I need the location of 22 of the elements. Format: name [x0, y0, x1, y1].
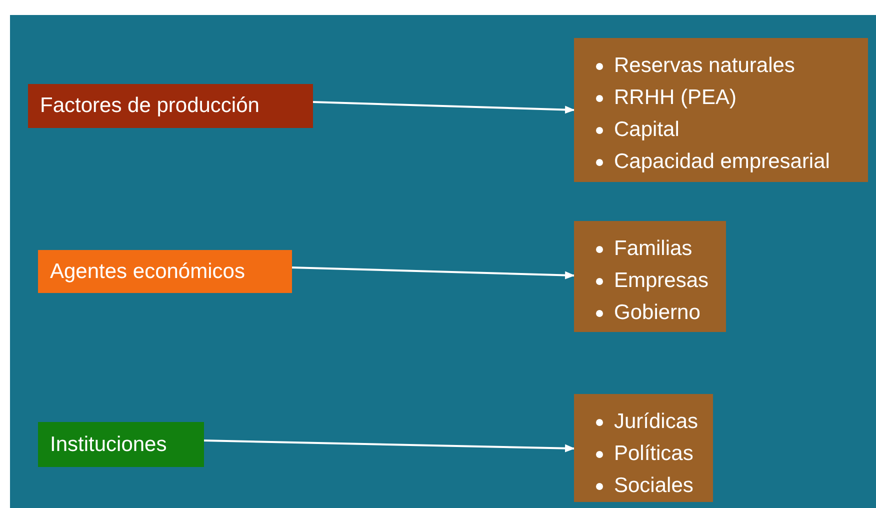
arrow	[312, 101, 575, 114]
list-item: Familias	[614, 236, 692, 262]
bullet-list-box	[574, 394, 713, 502]
list-item: Gobierno	[614, 300, 700, 326]
list-item: Capital	[614, 117, 680, 143]
list-item: Reservas naturales	[614, 53, 795, 79]
list-item: RRHH (PEA)	[614, 85, 737, 111]
category-box	[38, 422, 204, 467]
list-item: Sociales	[614, 473, 694, 499]
category-label: Instituciones	[50, 432, 167, 456]
list-item: Empresas	[614, 268, 709, 294]
list-item: Políticas	[614, 441, 694, 467]
list-item: Jurídicas	[614, 409, 698, 435]
list-item: Capacidad empresarial	[614, 149, 830, 175]
arrow	[292, 266, 575, 280]
bullet-list-box	[574, 38, 868, 182]
arrow	[204, 440, 575, 452]
category-box	[28, 84, 313, 128]
category-label: Agentes económicos	[50, 260, 245, 284]
category-label: Factores de producción	[40, 94, 260, 118]
bullet-list-box	[574, 221, 726, 332]
category-box	[38, 250, 292, 293]
